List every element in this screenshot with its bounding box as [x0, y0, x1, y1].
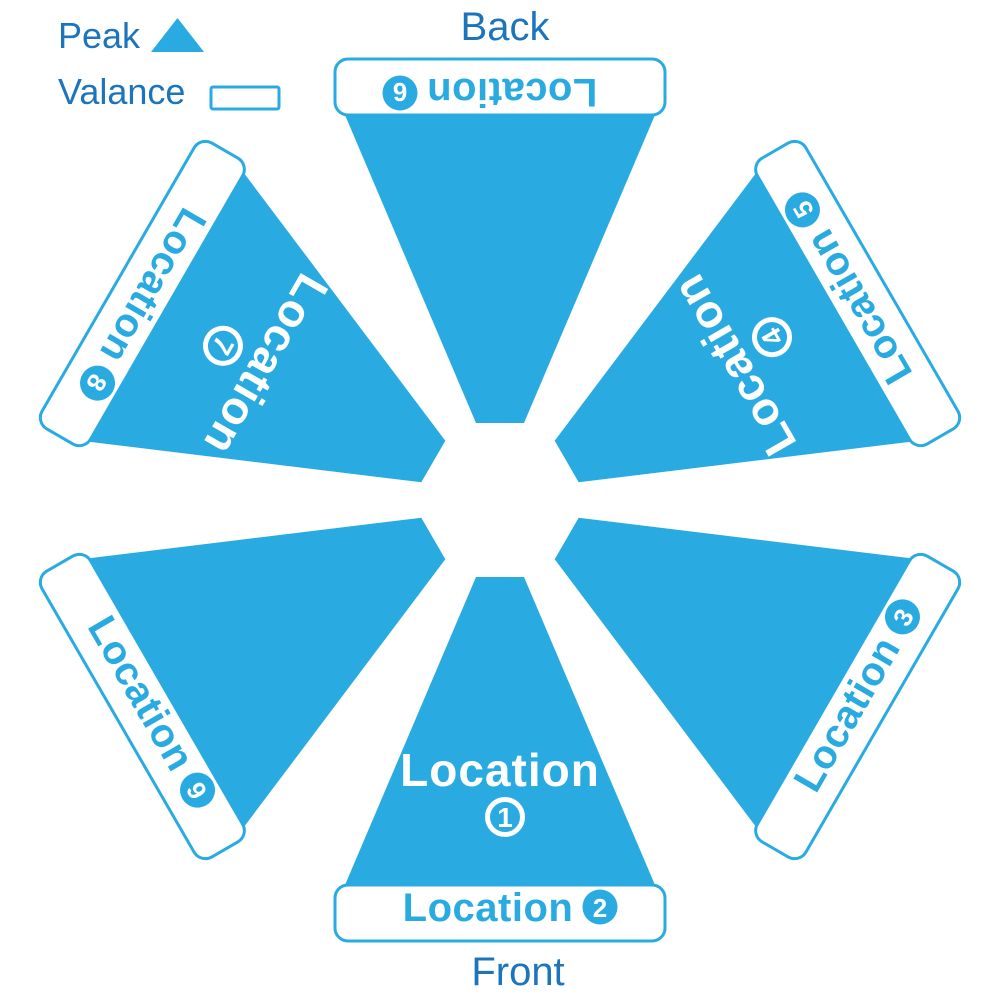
- panel-body: [554, 173, 911, 483]
- panel-body-label: Location: [400, 744, 600, 796]
- valance-label: Location: [427, 70, 598, 114]
- valance-strip: [333, 883, 667, 943]
- valance-number: 2: [593, 893, 607, 923]
- panel-body-number-circle: [202, 325, 243, 366]
- legend-peak-label: Peak: [58, 15, 141, 56]
- valance-number-circle: [80, 365, 116, 401]
- valance-number-circle: [382, 75, 418, 111]
- valance-number-circle: [784, 192, 820, 228]
- front-label: Front: [471, 950, 564, 994]
- valance-number-circle: [582, 889, 618, 925]
- valance-number-circle: [180, 772, 216, 808]
- valance-number: 6: [393, 77, 407, 107]
- panel-body-number-circle: [752, 317, 793, 358]
- panel-body: [89, 517, 446, 827]
- panel-body-number: 1: [497, 802, 513, 833]
- valance-number-circle: [884, 599, 920, 635]
- legend: Peak Valance: [58, 15, 281, 112]
- valance-label: Location: [403, 886, 574, 930]
- panel-body: [345, 577, 655, 885]
- back-label: Back: [461, 5, 551, 49]
- panel-body: [554, 517, 911, 827]
- panel-body: [89, 173, 446, 483]
- valance-swatch-icon: [209, 85, 281, 111]
- canopy-panel-back: Location 6: [333, 57, 667, 423]
- legend-valance-label: Valance: [58, 71, 185, 112]
- panel-body: [345, 115, 655, 423]
- peak-triangle-icon: [151, 18, 204, 52]
- panel-body-number-circle: [485, 797, 525, 837]
- valance-strip: [333, 57, 667, 117]
